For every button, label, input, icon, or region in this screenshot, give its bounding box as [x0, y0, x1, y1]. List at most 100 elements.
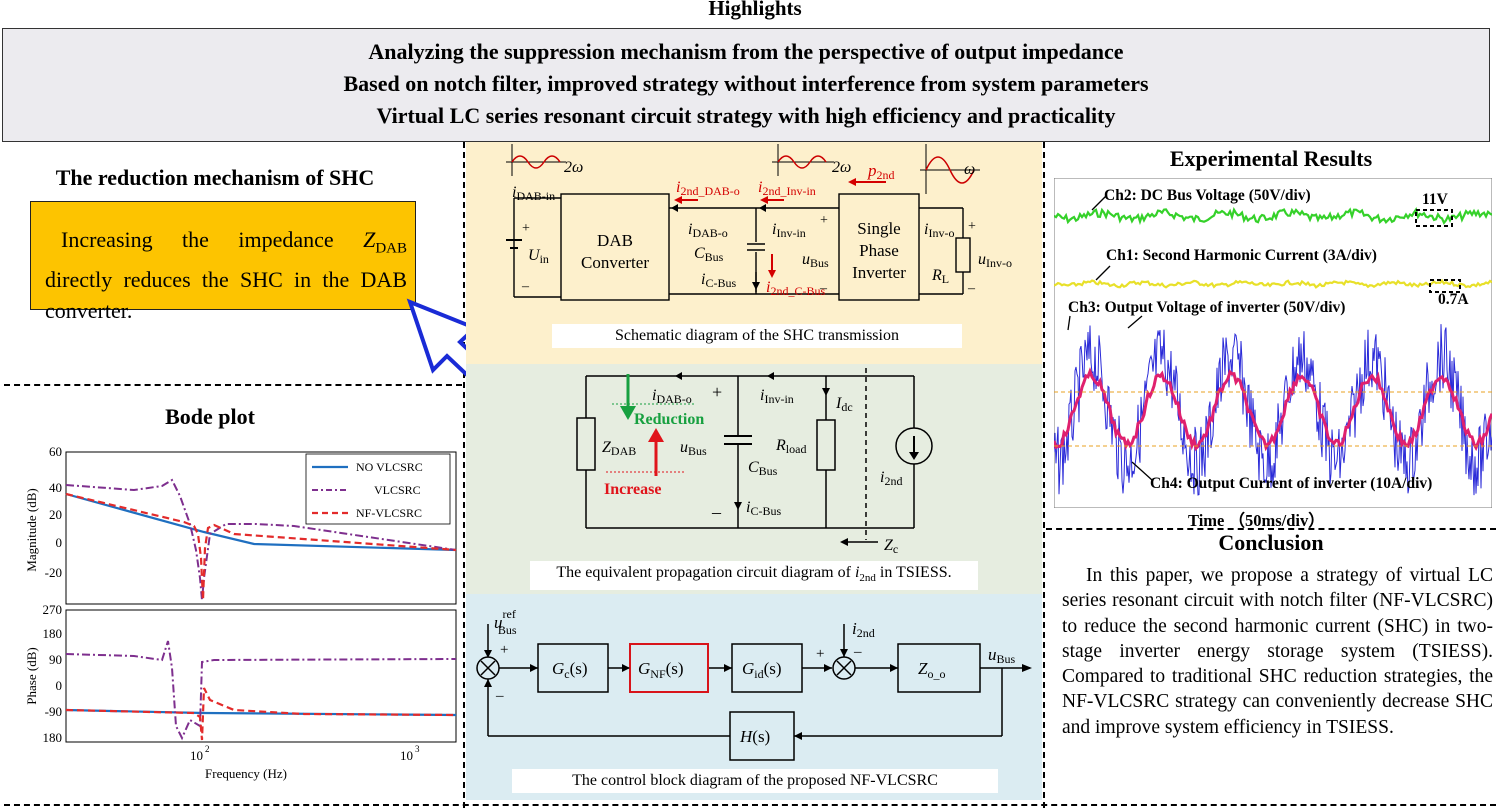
- arrowhead-icon: [767, 372, 774, 380]
- minus-sign: –: [495, 688, 504, 704]
- equivalent-circuit: iDAB-o + iInv-in Idc Reduction ZDAB Incr…: [576, 368, 933, 556]
- divider-right-mid: [1046, 528, 1496, 530]
- mag-tick: 20: [49, 507, 62, 522]
- minus-sign: –: [521, 279, 530, 294]
- sine-wave-icon: [772, 144, 834, 176]
- ch2-trace: [1054, 207, 1492, 226]
- x-tick-base: 10: [400, 748, 413, 763]
- i-2nd-c-bus-label: i2nd_C-Bus: [766, 279, 825, 298]
- i-c-bus-label: iC-Bus: [701, 271, 736, 290]
- ch1-trace: [1054, 278, 1492, 289]
- gnf-label: GNF(s): [638, 659, 684, 681]
- phase-tick: 180: [43, 626, 63, 641]
- divider-bottom: [4, 804, 1496, 806]
- equivalent-caption-pre: The equivalent propagation circuit diagr…: [556, 564, 855, 581]
- equivalent-caption-sub: 2nd: [859, 572, 876, 585]
- mag-ylabel: Magnitude (dB): [24, 488, 39, 571]
- h-label: H(s): [739, 727, 770, 746]
- divider-left-mid: [4, 384, 462, 386]
- conclusion-title: Conclusion: [1218, 530, 1324, 555]
- highlight-3: Virtual LC series resonant circuit strat…: [376, 103, 1116, 128]
- i-inv-in-label: iInv-in: [772, 221, 806, 240]
- legend-vl: VLCSRC: [374, 483, 421, 497]
- phase-tick: 0: [56, 678, 63, 693]
- arrowhead-icon: [760, 196, 768, 204]
- dab-label-1: DAB: [597, 231, 633, 250]
- phase-tick: -90: [45, 704, 62, 719]
- arrowhead-icon: [752, 282, 760, 290]
- x-tick-base: 10: [190, 748, 203, 763]
- i-dab-o-label: iDAB-o: [652, 387, 692, 406]
- plus-sign: +: [712, 382, 722, 402]
- callout-arrows: [1067, 195, 1153, 481]
- arrowhead-icon: [674, 196, 682, 204]
- inverter-label-2: Phase: [859, 241, 899, 260]
- equivalent-caption: The equivalent propagation circuit diagr…: [530, 561, 978, 591]
- arrowhead-icon: [840, 538, 848, 546]
- divider-right: [1043, 142, 1045, 808]
- mechanism-z-sub: DAB: [375, 240, 407, 257]
- ch4-trace: [1054, 324, 1492, 496]
- x-ticks: 10 2 10 3: [190, 744, 420, 763]
- mechanism-text: Increasing the impedance ZDAB directly r…: [45, 224, 407, 326]
- arrowhead-icon: [675, 372, 682, 380]
- arrowhead-icon: [671, 204, 678, 212]
- i-dab-in-label: iDAB-in: [512, 184, 555, 203]
- u-inv-o-label: uInv-o: [978, 251, 1012, 270]
- omega-label: ω: [964, 161, 975, 178]
- arrowhead-icon: [648, 428, 664, 442]
- mechanism-title: The reduction mechanism of SHC: [55, 165, 375, 190]
- a07-marker: [1429, 279, 1461, 293]
- schematic-wires: [506, 193, 971, 301]
- ch4-label: Ch4: Output Current of inverter (10A/div…: [1150, 475, 1432, 492]
- i-dc-label: Idc: [835, 395, 853, 414]
- mag-tick: -20: [45, 565, 62, 580]
- i-dab-o-label: iDAB-o: [688, 221, 728, 240]
- experimental-title: Experimental Results: [1169, 146, 1373, 171]
- omega2-label: 2ω: [564, 159, 583, 176]
- highlights-box: Analyzing the suppression mechanism from…: [2, 28, 1490, 142]
- arrowhead-icon: [768, 270, 776, 278]
- u-bus-label: uBus: [680, 439, 707, 458]
- arrowhead-icon: [848, 178, 856, 186]
- control-caption: The control block diagram of the propose…: [512, 769, 998, 793]
- increase-label: Increase: [604, 481, 661, 498]
- c-bus-label: CBus: [694, 245, 724, 264]
- phase-tick: 90: [49, 652, 62, 667]
- p2nd-label: p2nd: [867, 161, 895, 182]
- bode-legend: NO VLCSRC VLCSRC NF-VLCSRC: [305, 453, 451, 525]
- conclusion-body: In this paper, we propose a strategy of …: [1062, 565, 1493, 738]
- divider-left: [463, 142, 465, 808]
- i-2nd-label: i2nd: [880, 469, 902, 488]
- bode-plot: 60 40 20 0 -20 Magnitude (dB) NO VLCSRC …: [24, 444, 457, 781]
- sine-wave-icon: [506, 144, 566, 176]
- z-c-label: Zc: [884, 537, 898, 556]
- c-bus-label: CBus: [748, 459, 778, 478]
- ch3-label: Ch3: Output Voltage of inverter (50V/div…: [1068, 299, 1345, 316]
- mag-series-vl: [65, 478, 457, 601]
- plus-sign: +: [522, 221, 530, 236]
- minus-sign: –: [853, 644, 862, 660]
- arrowhead-icon: [909, 452, 919, 460]
- gc-label: Gc(s): [552, 659, 588, 681]
- phase-axes: [65, 609, 457, 743]
- arrowhead-icon: [822, 388, 830, 396]
- inverter-label-3: Inverter: [852, 263, 906, 282]
- equivalent-wires: [576, 368, 933, 540]
- phase-ticks: 270 180 90 0 -90 180: [43, 602, 63, 745]
- schematic-caption: Schematic diagram of the SHC transmissio…: [552, 324, 962, 348]
- control-arrowheads: [484, 649, 1032, 740]
- u-bus-out-label: uBus: [988, 645, 1016, 666]
- mechanism-text-pre: Increasing the impedance: [61, 227, 364, 252]
- equivalent-caption-post: in TSIESS.: [875, 564, 952, 581]
- scope-frame: [1054, 178, 1492, 508]
- i-inv-o-label: iInv-o: [924, 221, 954, 240]
- mag-series-no: [65, 492, 457, 552]
- ch1-label: Ch1: Second Harmonic Current (3A/div): [1106, 247, 1377, 264]
- r-l-label: RL: [931, 267, 949, 286]
- v11-label: 11V: [1422, 191, 1449, 208]
- i-2nd-dab-o-label: i2nd_DAB-o: [676, 179, 740, 198]
- page-title: Highlights: [708, 0, 802, 20]
- x-tick-exp: 3: [415, 744, 420, 754]
- r-load-label: Rload: [775, 437, 806, 456]
